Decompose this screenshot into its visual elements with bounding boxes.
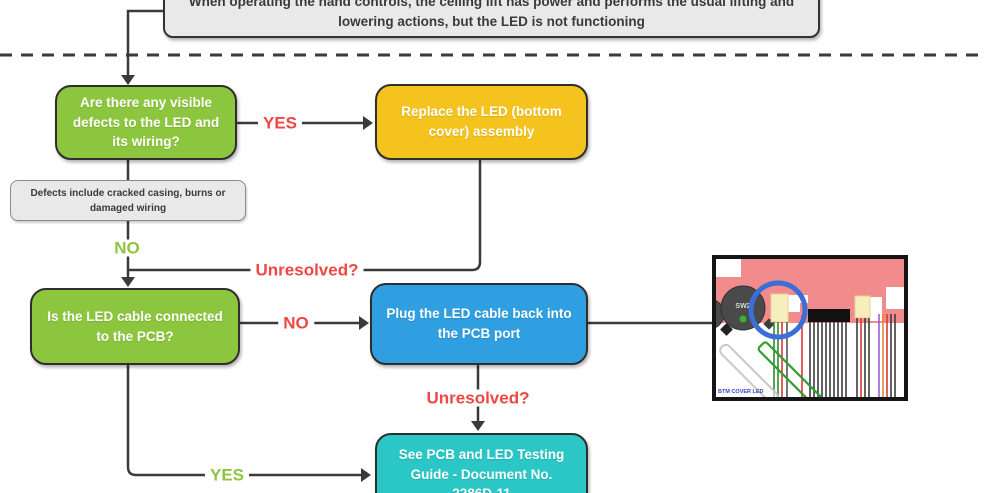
pcb-black-component — [808, 309, 850, 322]
label-yes-1: YES — [257, 114, 303, 132]
arrowhead-right-a3 — [361, 468, 371, 482]
label-no-2: NO — [278, 314, 314, 332]
pcb-gray-pointer — [719, 343, 779, 397]
label-no-1: NO — [109, 239, 145, 257]
arrowhead-down-q2 — [121, 277, 135, 287]
a3-text: See PCB and LED Testing Guide - Document… — [389, 445, 574, 493]
edge-q2-to-a3 — [126, 364, 363, 477]
a2-text: Plug the LED cable back into the PCB por… — [386, 306, 572, 341]
a3-doc-number: Document No. 2286D-11 — [452, 466, 553, 493]
defects-note-text: Defects include cracked casing, burns or… — [30, 187, 226, 214]
arrowhead-down-q1 — [121, 75, 135, 85]
symptom-text: When operating the hand controls, the ce… — [188, 0, 795, 29]
q2-text: Is the LED cable connected to the PCB? — [47, 308, 223, 344]
label-unresolved-1: Unresolved? — [250, 261, 364, 279]
a2-plug-cable-box: Plug the LED cable back into the PCB por… — [370, 283, 588, 365]
pcb-caption: BTM COVER LED — [718, 389, 764, 395]
pcb-led-connector — [770, 293, 789, 323]
pcb-photo: SW2 — [712, 255, 908, 401]
a3-testing-guide-box: See PCB and LED Testing Guide - Document… — [375, 433, 588, 493]
pcb-sw2-label: SW2 — [735, 303, 750, 310]
arrowhead-right-a1 — [363, 116, 373, 130]
arrowhead-down-a3 — [471, 421, 485, 431]
arrowhead-right-a2 — [359, 316, 369, 330]
a3-text-prefix: See PCB and LED Testing Guide - — [398, 447, 565, 482]
label-unresolved-2: Unresolved? — [421, 389, 535, 407]
q1-visible-defects-box: Are there any visible defects to the LED… — [55, 85, 237, 160]
label-yes-2: YES — [204, 466, 250, 484]
q2-cable-connected-box: Is the LED cable connected to the PCB? — [30, 288, 240, 365]
q1-text: Are there any visible defects to the LED… — [72, 95, 220, 150]
pcb-highlight-circle — [748, 280, 808, 340]
pcb-sw2-green-dot — [739, 315, 747, 323]
edge-a1-unresolved — [127, 159, 482, 272]
edge-symptom-to-q1 — [126, 9, 168, 79]
symptom-box: When operating the hand controls, the ce… — [163, 0, 820, 38]
a1-text: Replace the LED (bottom cover) assembly — [401, 104, 562, 139]
pcb-green-pointer — [757, 341, 831, 397]
a1-replace-led-box: Replace the LED (bottom cover) assembly — [375, 84, 588, 160]
defects-note-box: Defects include cracked casing, burns or… — [10, 180, 246, 221]
